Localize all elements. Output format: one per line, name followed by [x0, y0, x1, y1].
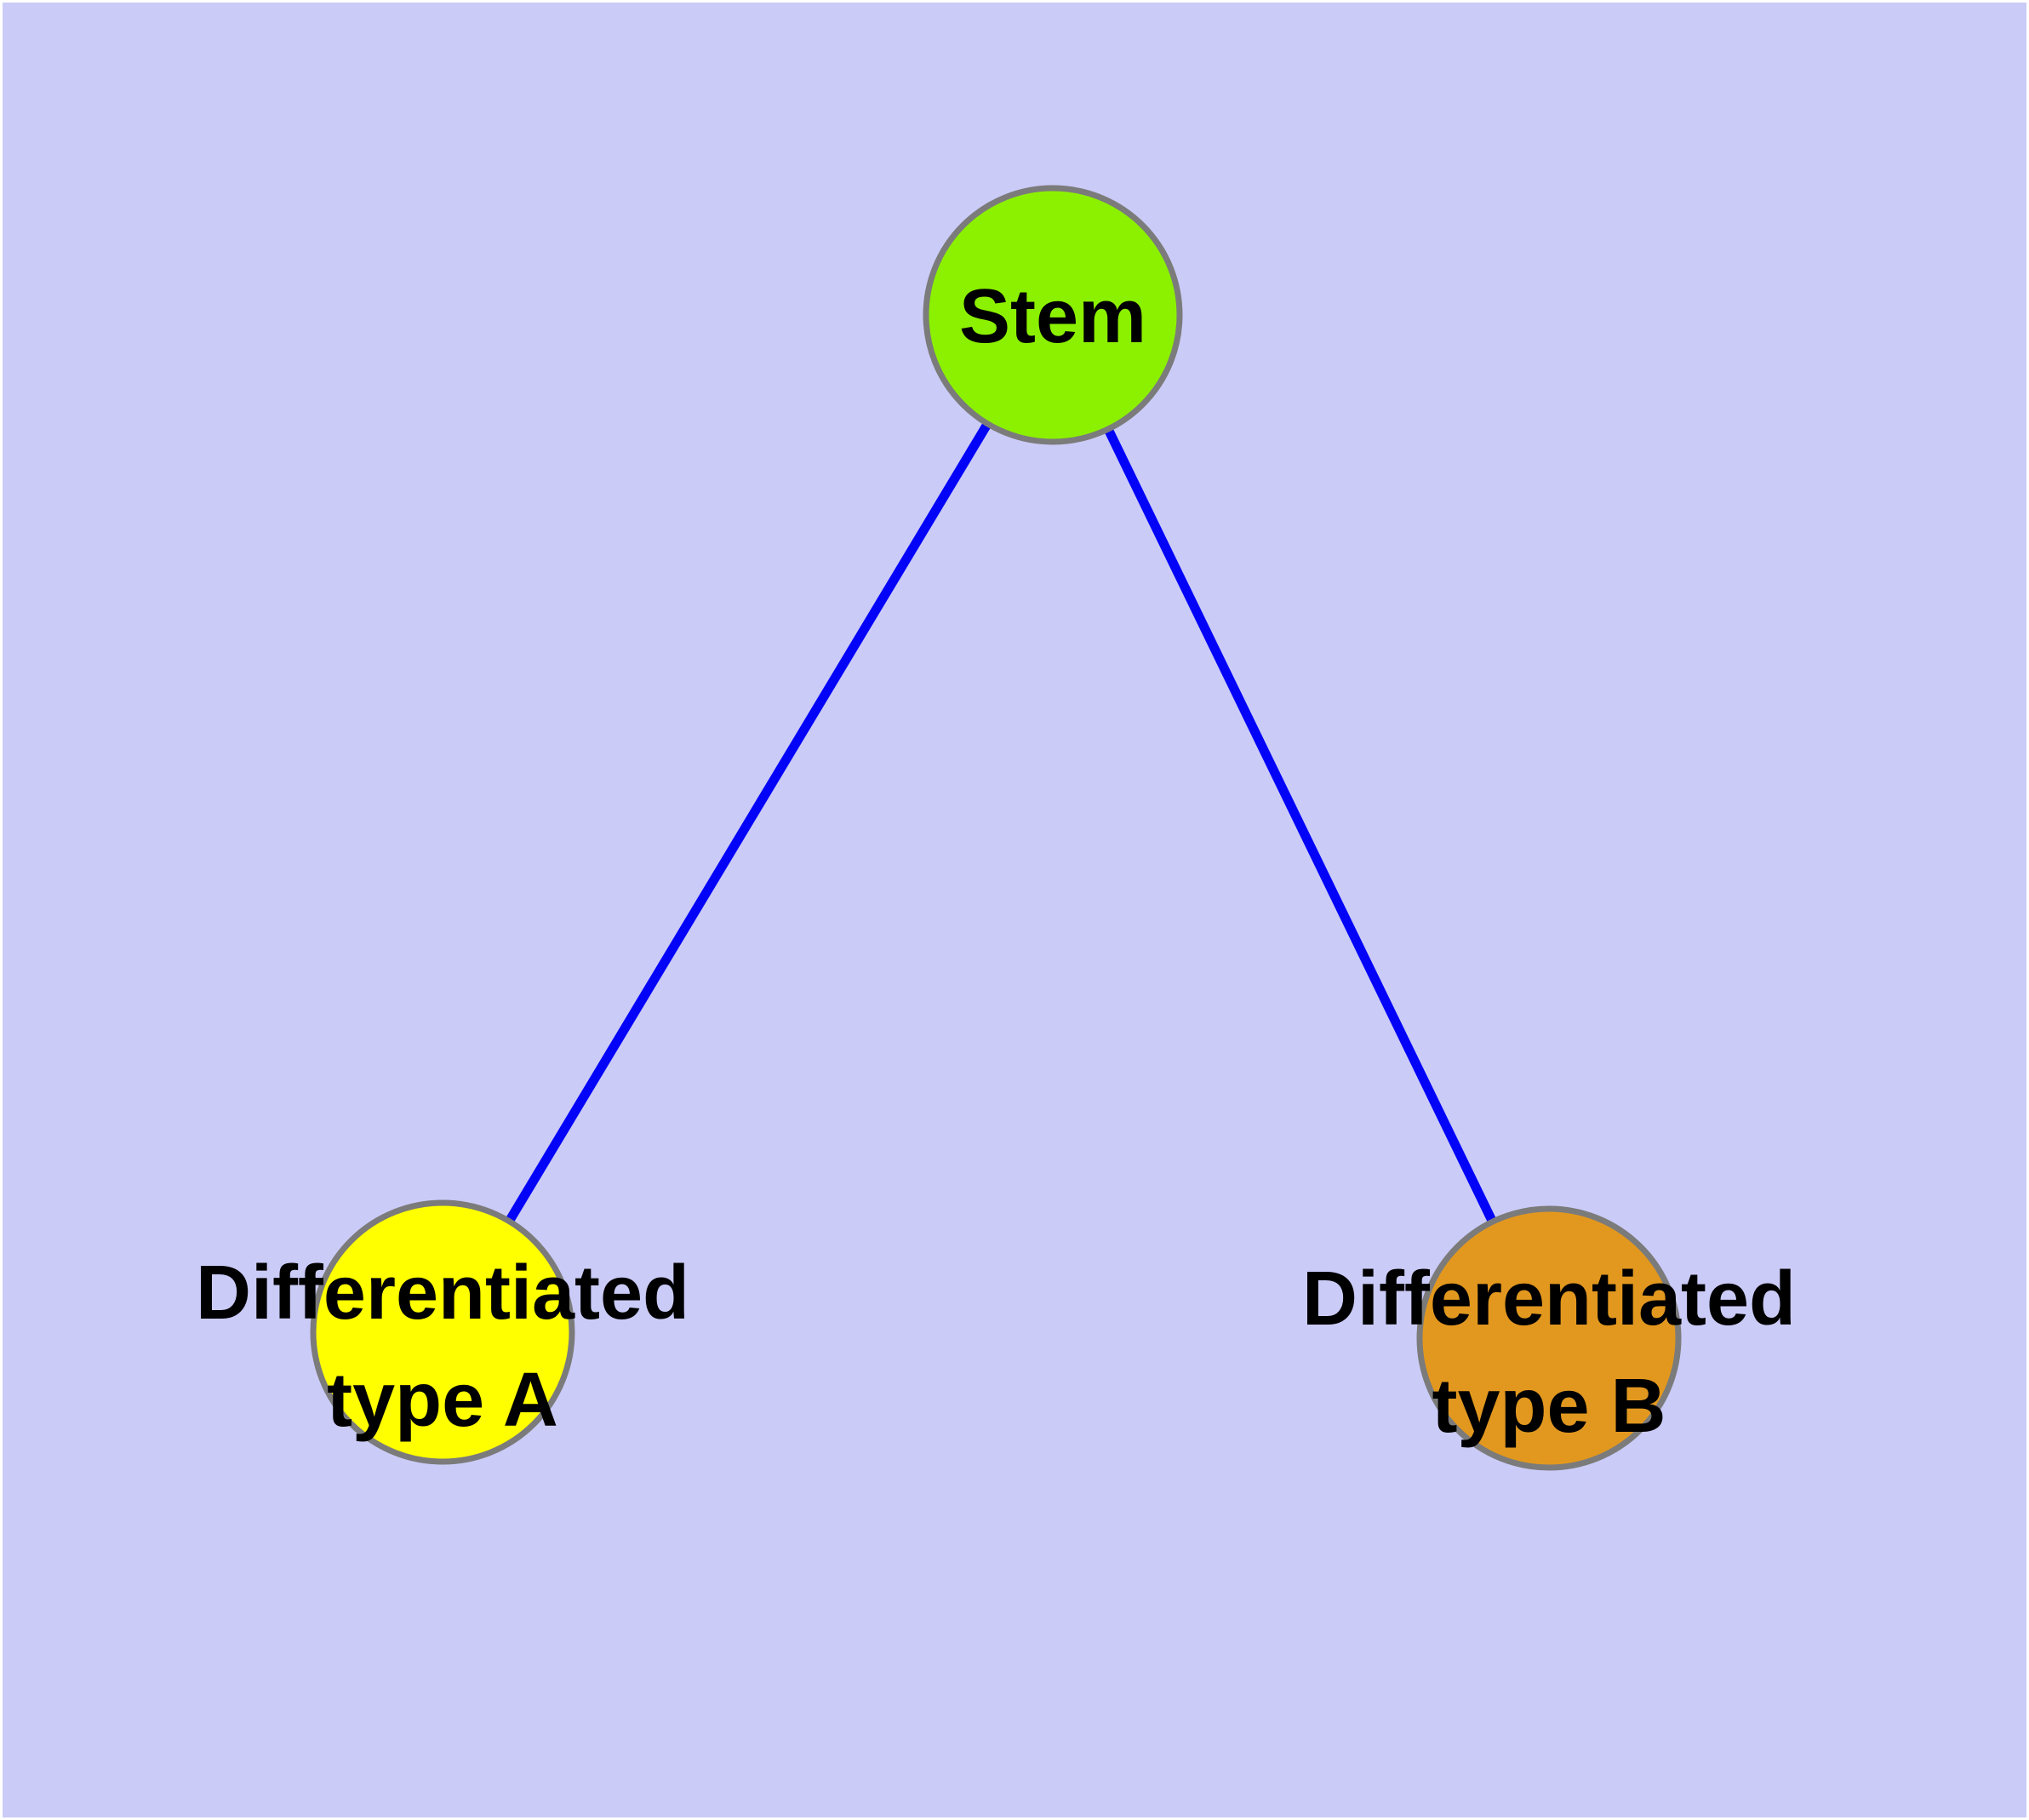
node-label-differentiated-type-b-line1: Differentiated: [1302, 1256, 1796, 1342]
node-circle-differentiated-type-b: [1416, 1205, 1682, 1471]
node-label-differentiated-type-a-line1: Differentiated: [196, 1251, 689, 1336]
node-differentiated-type-a: Differentiated type A: [196, 1199, 689, 1465]
node-stem: Stem: [923, 185, 1183, 445]
node-label-differentiated-type-a-line2: type A: [327, 1358, 558, 1443]
node-differentiated-type-b: Differentiated type B: [1302, 1205, 1796, 1471]
edge-stem-to-differentiated-type-a: [438, 312, 1057, 1335]
edges-layer: [438, 312, 1553, 1341]
node-circle-stem: [923, 185, 1183, 445]
node-circle-differentiated-type-a: [310, 1199, 575, 1465]
node-label-differentiated-type-b-line2: type B: [1432, 1364, 1666, 1449]
node-label-stem-line1: Stem: [959, 274, 1146, 359]
edge-stem-to-differentiated-type-b: [1049, 312, 1553, 1341]
